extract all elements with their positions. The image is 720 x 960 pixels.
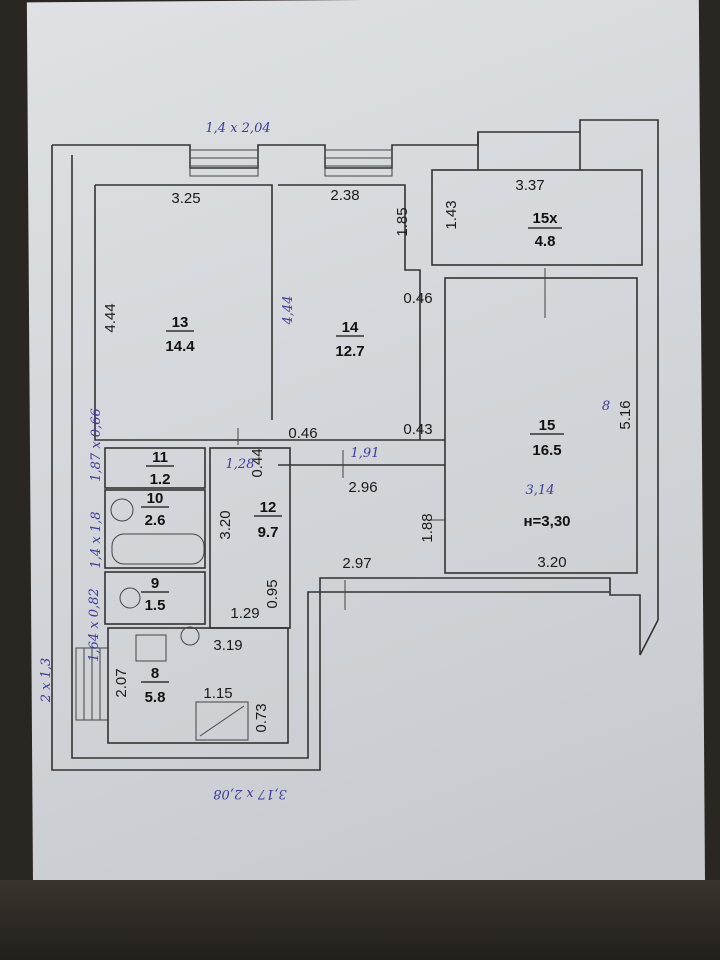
note-128: 1,28 (226, 457, 255, 472)
dimension-labels: 3.25 2.38 1.85 1.43 3.37 4.44 0.46 0.46 … (102, 177, 634, 733)
outer-walls (51, 119, 659, 771)
dim-1-43: 1.43 (443, 200, 460, 229)
note-left-2: 1,4 x 1,8 (89, 512, 104, 569)
room-14-id: 14 (342, 319, 359, 336)
dim-3-20-vertical: 3.20 (217, 510, 234, 539)
dim-3-37: 3.37 (515, 177, 544, 194)
dim-1-88: 1.88 (419, 513, 436, 542)
room-11-area: 1.2 (150, 471, 171, 488)
note-left-side: 2 x 1,3 (39, 658, 54, 704)
room-10-id: 10 (147, 490, 164, 507)
room-labels: 13 14.4 14 12.7 15x 4.8 15 16.5 11 1.2 1… (141, 210, 564, 706)
dim-4-44: 4.44 (102, 303, 119, 332)
room-12-area: 9.7 (258, 524, 279, 541)
dim-5-16: 5.16 (617, 400, 634, 429)
room-12-id: 12 (260, 499, 277, 516)
sink-icon (110, 498, 134, 522)
dim-0-73: 0.73 (253, 703, 270, 732)
dim-0-43: 0.43 (403, 421, 432, 438)
ceiling-height: н=3,30 (523, 513, 570, 530)
dim-1-29: 1.29 (230, 605, 259, 622)
note-left-1: 1,87 x 0,66 (89, 408, 104, 482)
dim-1-85: 1.85 (394, 207, 411, 236)
valve-icon (180, 626, 200, 646)
dim-2-96: 2.96 (348, 479, 377, 496)
room-15 (444, 277, 638, 574)
kitchen-sink-icon (135, 634, 167, 662)
table-surface (0, 880, 720, 960)
bathroom-block (104, 447, 445, 744)
dim-2-38: 2.38 (330, 187, 359, 204)
note-bottom: 3,17 x 2,08 (213, 786, 287, 801)
dim-2-07: 2.07 (113, 668, 130, 697)
dim-2-97: 2.97 (342, 555, 371, 572)
note-left-3: 1,64 x 0,82 (87, 588, 102, 662)
room-13-id: 13 (172, 314, 189, 331)
room-8-id: 8 (151, 665, 159, 682)
room-15-area: 16.5 (532, 442, 561, 459)
room-13-area: 14.4 (165, 338, 195, 355)
room-11-id: 11 (152, 449, 168, 466)
room-15x-area: 4.8 (535, 233, 556, 250)
dim-3-25: 3.25 (171, 190, 200, 207)
dim-0-46-left: 0.46 (288, 425, 317, 442)
room-8-area: 5.8 (145, 689, 166, 706)
dim-3-20-horizontal: 3.20 (537, 554, 566, 571)
window-room-13 (189, 149, 259, 177)
room-10-area: 2.6 (145, 512, 166, 529)
dim-0-46-right: 0.46 (403, 290, 432, 307)
room-15-id: 15 (539, 417, 556, 434)
room-9-area: 1.5 (145, 597, 166, 614)
note-191: 1,91 (351, 446, 380, 461)
stove-icon (195, 701, 249, 741)
room-14-area: 12.7 (335, 343, 364, 360)
handwritten-notes: 1,4 x 2,04 4,44 1,91 1,28 3,14 8 1,87 x … (39, 121, 610, 801)
dim-1-15: 1.15 (203, 685, 232, 702)
note-8: 8 (602, 399, 610, 414)
dim-0-95: 0.95 (264, 579, 281, 608)
toilet-icon (119, 587, 141, 609)
bathtub-icon (111, 533, 205, 565)
dim-3-19: 3.19 (213, 637, 242, 654)
room-9-id: 9 (151, 575, 159, 592)
room-15x-id: 15x (532, 210, 558, 227)
note-314: 3,14 (526, 483, 555, 498)
note-top: 1,4 x 2,04 (205, 121, 270, 136)
window-room-14 (324, 149, 393, 177)
balcony-15x (431, 132, 643, 266)
dim-0-44: 0.44 (249, 448, 266, 477)
note-room14-side: 4,44 (281, 296, 296, 326)
